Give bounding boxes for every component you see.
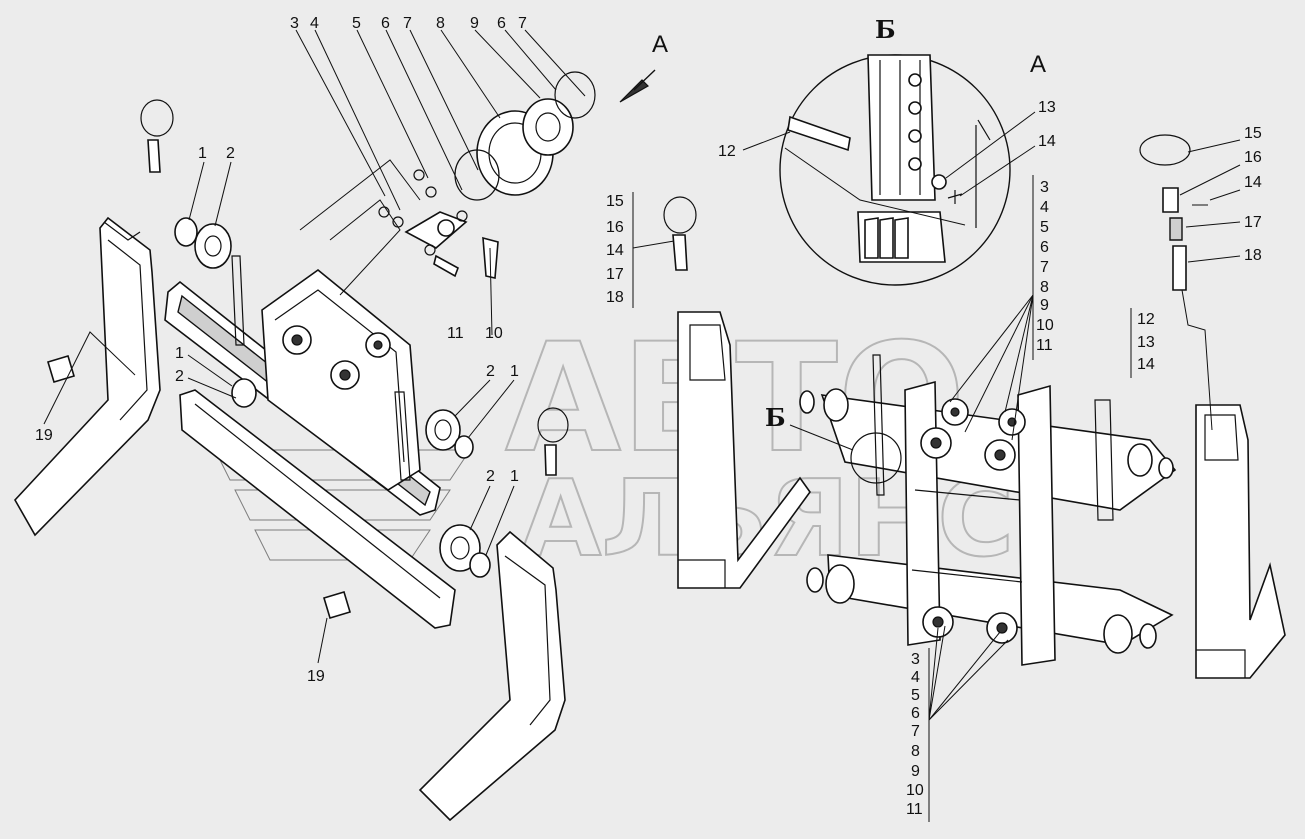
left-callouts: 1 2 1 2 2 1 2 1 11 10 19 19 (35, 145, 519, 685)
bottom-stack-list: 3 4 5 6 7 8 9 10 11 (906, 625, 1009, 822)
callout-19a: 19 (35, 427, 53, 444)
callout-4: 4 (310, 15, 319, 32)
left-bolt-19b (323, 591, 351, 619)
left-rings (174, 217, 491, 578)
cg-14: 14 (1137, 356, 1155, 373)
right-rollers-top (920, 398, 1026, 471)
detail-callout-13: 13 (1038, 99, 1056, 116)
left-pin-mid (537, 407, 569, 476)
cg-12: 12 (1137, 311, 1155, 328)
callout-2: 2 (226, 145, 235, 162)
left-shaft-group (378, 169, 499, 279)
right-fork-1 (677, 311, 811, 589)
arrow-a-label: А (652, 31, 668, 58)
callout-3: 3 (290, 15, 299, 32)
left-frame-plate (261, 268, 421, 491)
left-fork-upper (14, 216, 161, 537)
bs-4: 4 (911, 669, 920, 686)
callout-2c: 2 (486, 363, 495, 380)
right-callout-16: 16 (1244, 149, 1262, 166)
callout-1b: 1 (175, 345, 184, 362)
left-lower-bar (179, 389, 456, 629)
left-bolt-19a (47, 355, 75, 383)
detail-b-title: Б (875, 15, 896, 44)
callout-7: 7 (403, 15, 412, 32)
callout-9: 9 (470, 15, 479, 32)
rs-11: 11 (1036, 337, 1053, 354)
rs-8: 8 (1040, 279, 1049, 296)
pin-list-17: 17 (606, 266, 624, 283)
right-callout-15: 15 (1244, 125, 1262, 142)
bs-7: 7 (911, 723, 920, 740)
rs-4: 4 (1040, 199, 1049, 216)
left-fork-lower (418, 530, 566, 822)
rs-10: 10 (1036, 317, 1054, 334)
left-bearing-group (454, 71, 596, 201)
callout-2b: 2 (175, 368, 184, 385)
pin-group-list: 15 16 14 17 18 (606, 192, 697, 308)
bs-3: 3 (911, 651, 920, 668)
right-pin-group: 15 16 14 17 18 (1139, 125, 1262, 431)
detail-callout-14: 14 (1038, 133, 1056, 150)
pin-list-15: 15 (606, 193, 624, 210)
detail-b-marker: Б (765, 403, 902, 484)
rs-3: 3 (1040, 179, 1049, 196)
cg-13: 13 (1137, 334, 1155, 351)
right-callout-14: 14 (1244, 174, 1262, 191)
chain-group-list: 12 13 14 (1130, 308, 1155, 378)
callout-7b: 7 (518, 15, 527, 32)
callout-19b: 19 (307, 668, 325, 685)
right-stack-list: 3 4 5 6 7 8 9 10 11 (949, 175, 1054, 441)
callout-2d: 2 (486, 468, 495, 485)
left-chain-vertical (231, 255, 411, 481)
bs-8: 8 (911, 743, 920, 760)
callout-1c: 1 (510, 363, 519, 380)
callout-6b: 6 (497, 15, 506, 32)
right-callout-18: 18 (1244, 247, 1262, 264)
callout-1d: 1 (510, 468, 519, 485)
bs-6: 6 (911, 705, 920, 722)
callout-1: 1 (198, 145, 207, 162)
callout-11: 11 (447, 325, 464, 342)
callout-6: 6 (381, 15, 390, 32)
top-leaders (295, 29, 586, 336)
callout-8: 8 (436, 15, 445, 32)
rs-9: 9 (1040, 297, 1049, 314)
detail-b-marker-label: Б (765, 403, 786, 432)
bs-5: 5 (911, 687, 920, 704)
pin-list-14: 14 (606, 242, 624, 259)
left-pin-top (140, 99, 174, 173)
right-fork-2 (1195, 404, 1286, 679)
right-callout-17: 17 (1244, 214, 1262, 231)
rs-7: 7 (1040, 259, 1049, 276)
bs-10: 10 (906, 782, 924, 799)
pin-list-18: 18 (606, 289, 624, 306)
rs-6: 6 (1040, 239, 1049, 256)
bs-11: 11 (906, 801, 923, 818)
pin-list-16: 16 (606, 219, 624, 236)
view-a-label: А (1030, 51, 1046, 78)
view-arrow-a: А (619, 31, 668, 103)
bs-9: 9 (911, 763, 920, 780)
callout-5: 5 (352, 15, 361, 32)
top-callouts: 3 4 5 6 7 8 9 6 7 (290, 15, 527, 32)
callout-10: 10 (485, 325, 503, 342)
detail-callout-12: 12 (718, 143, 736, 160)
rs-5: 5 (1040, 219, 1049, 236)
detail-b: Б 12 13 14 А (718, 15, 1056, 286)
right-carriage (799, 354, 1177, 666)
right-rollers-bottom (922, 606, 1018, 644)
